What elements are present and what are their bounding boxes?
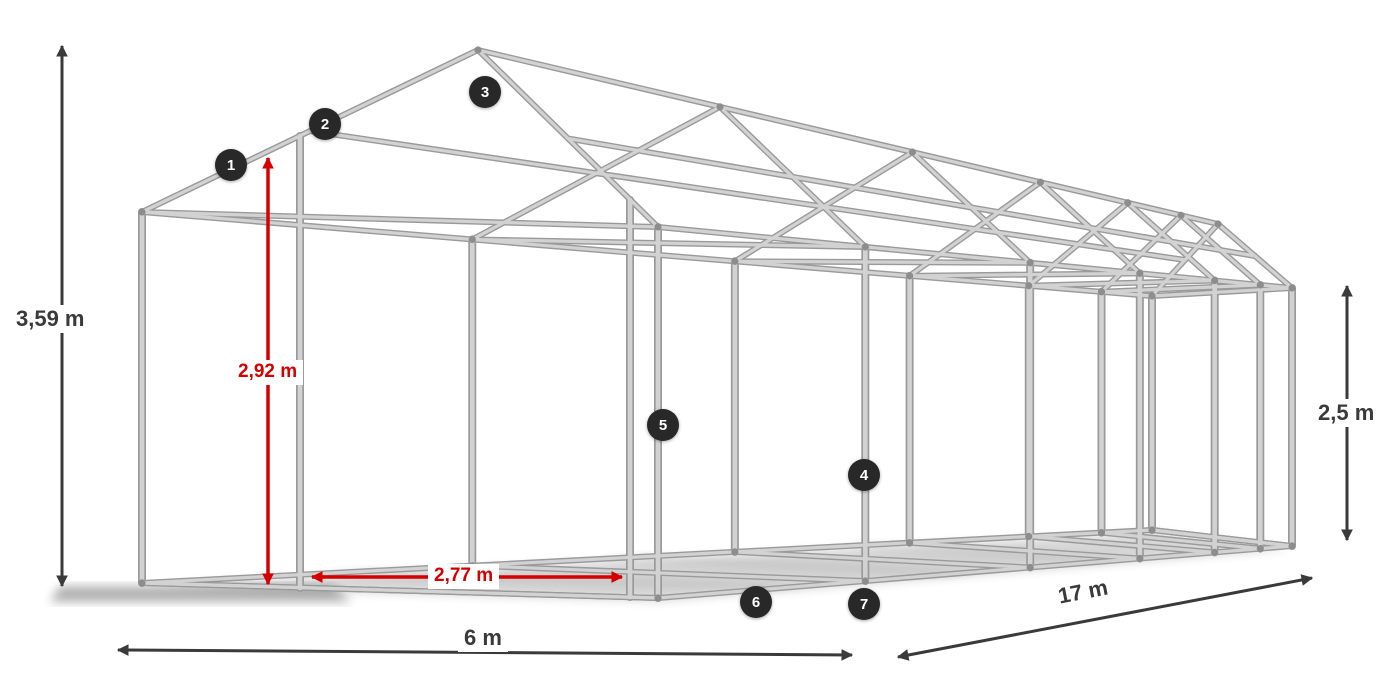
frame-joint <box>1288 542 1296 550</box>
frame-joint <box>1026 259 1034 267</box>
shadow-front <box>50 586 352 602</box>
frame-joint <box>654 594 662 602</box>
hotspot-marker-7: 7 <box>848 588 880 620</box>
frame-joint <box>1211 548 1219 556</box>
frame-joint <box>1256 281 1264 289</box>
frame-joint <box>1288 284 1296 292</box>
width-label: 6 m <box>458 624 508 653</box>
frame-joint <box>1148 292 1156 300</box>
frame-joint <box>1211 276 1219 285</box>
frame-tube <box>470 564 867 583</box>
frame-tube <box>733 259 1032 265</box>
frame-tube <box>1027 278 1217 288</box>
frame-joint <box>908 148 916 156</box>
side-height-label: 2,5 m <box>1312 399 1381 428</box>
frame-tube <box>140 528 1154 585</box>
frame-tube <box>308 129 1187 262</box>
frame-tube <box>476 48 1220 226</box>
frame-tube <box>470 237 867 249</box>
entrance-width-label: 2,77 m <box>428 564 500 589</box>
hotspot-marker-3: 3 <box>469 76 501 108</box>
frame-joint <box>861 577 869 585</box>
frame-tube <box>566 136 1257 258</box>
frame-tube <box>140 210 660 229</box>
frame-joint <box>1136 554 1144 563</box>
frame-joint <box>1136 269 1144 277</box>
frame-joint <box>731 257 739 265</box>
hotspot-marker-6: 6 <box>740 586 772 618</box>
frame-tube <box>1027 534 1217 554</box>
frame-joint <box>1097 288 1106 296</box>
frame-joint <box>468 235 476 244</box>
shadow-stripe <box>839 544 1125 562</box>
frame-tube <box>140 210 1154 298</box>
hotspot-marker-4: 4 <box>848 459 880 491</box>
frame-joint <box>1026 563 1034 572</box>
frame-joint <box>906 539 914 547</box>
frame-joint <box>1025 532 1033 541</box>
frame-tube <box>1150 286 1294 298</box>
frame-joint <box>1097 529 1106 537</box>
frame-joint <box>1148 526 1156 534</box>
length-arrow <box>896 574 1314 661</box>
frame-tube <box>1150 528 1294 548</box>
hotspot-marker-5: 5 <box>647 409 679 441</box>
frame-tube <box>733 550 1032 570</box>
frame-tube <box>656 225 1294 290</box>
frame-joint <box>138 208 146 216</box>
total-height-label: 3,59 m <box>10 305 91 334</box>
entrance-height-label: 2,92 m <box>232 360 304 385</box>
frame-tube <box>1099 531 1262 551</box>
frame-joint <box>731 548 739 556</box>
frame-tube <box>907 271 1142 278</box>
frame-joint <box>138 579 146 587</box>
frame-tube <box>1099 283 1262 294</box>
frame-joint <box>1256 545 1264 553</box>
frame-joint <box>1177 211 1185 219</box>
frame-joint <box>474 46 482 54</box>
frame-joint <box>1036 178 1044 186</box>
frame-joint <box>716 103 724 111</box>
frame-joint <box>1025 282 1033 290</box>
frame-tube <box>140 581 660 600</box>
hotspot-marker-1: 1 <box>215 149 247 181</box>
frame-joint <box>1124 199 1132 207</box>
shadow-stripe <box>597 556 978 575</box>
frame-joint <box>906 272 914 280</box>
frame-joint <box>654 223 662 231</box>
width-arrow <box>116 644 854 661</box>
frame-joint <box>861 243 869 251</box>
frame-joint <box>1214 220 1222 228</box>
frame-tube <box>907 541 1142 561</box>
hotspot-marker-2: 2 <box>309 108 341 140</box>
